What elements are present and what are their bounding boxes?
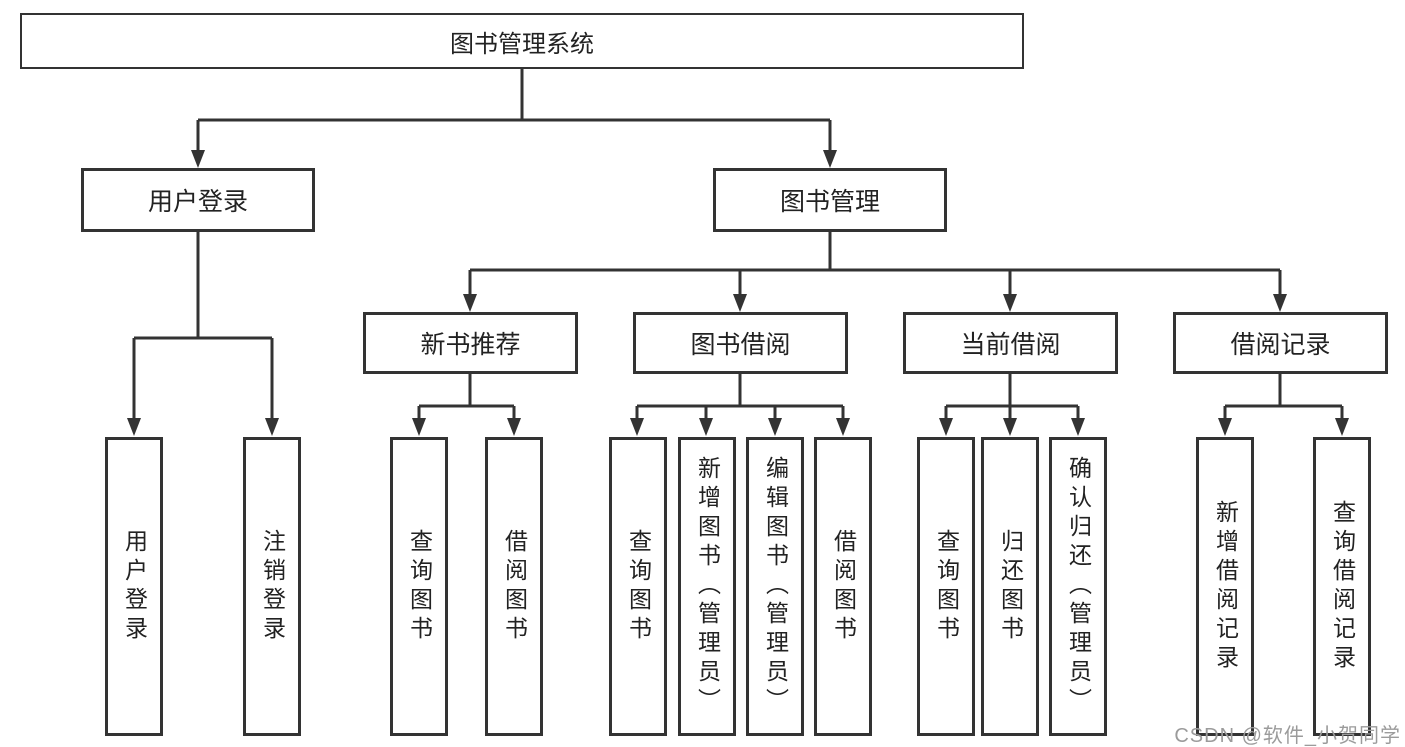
leaf-label: 查询图书 bbox=[625, 528, 652, 645]
leaf-user-login: 用户登录 bbox=[105, 437, 163, 736]
node-label: 图书管理系统 bbox=[450, 30, 594, 58]
node-label: 借阅记录 bbox=[1230, 331, 1331, 359]
leaf-borrow-books: 借阅图书 bbox=[814, 437, 872, 736]
leaf-label: 查询图书 bbox=[406, 528, 433, 645]
leaf-borrow-books-recommend: 借阅图书 bbox=[485, 437, 543, 736]
node-book-management: 图书管理 bbox=[713, 168, 947, 232]
leaf-add-books-admin: 新增图书（管理员） bbox=[678, 437, 736, 736]
leaf-label: 借阅图书 bbox=[830, 528, 857, 645]
leaf-label: 查询借阅记录 bbox=[1329, 499, 1356, 674]
node-label: 用户登录 bbox=[147, 188, 248, 216]
leaf-label: 确认归还（管理员） bbox=[1065, 456, 1092, 717]
leaf-label: 注销登录 bbox=[259, 528, 286, 645]
leaf-label: 用户登录 bbox=[121, 528, 148, 645]
leaf-query-books-borrow: 查询图书 bbox=[609, 437, 667, 736]
leaf-query-books-recommend: 查询图书 bbox=[390, 437, 448, 736]
node-user-login: 用户登录 bbox=[81, 168, 315, 232]
leaf-label: 查询图书 bbox=[933, 528, 960, 645]
leaf-confirm-return-admin: 确认归还（管理员） bbox=[1049, 437, 1107, 736]
node-borrow-records: 借阅记录 bbox=[1173, 312, 1388, 374]
leaf-query-borrow-record: 查询借阅记录 bbox=[1313, 437, 1371, 736]
node-current-borrow: 当前借阅 bbox=[903, 312, 1118, 374]
leaf-logout: 注销登录 bbox=[243, 437, 301, 736]
leaf-edit-books-admin: 编辑图书（管理员） bbox=[746, 437, 804, 736]
leaf-query-books-current: 查询图书 bbox=[917, 437, 975, 736]
node-label: 新书推荐 bbox=[420, 331, 521, 359]
leaf-label: 编辑图书（管理员） bbox=[762, 456, 789, 717]
node-library-management-system: 图书管理系统 bbox=[20, 13, 1024, 69]
node-book-borrow: 图书借阅 bbox=[633, 312, 848, 374]
node-label: 图书借阅 bbox=[690, 331, 791, 359]
watermark: CSDN @软件_小贺同学 bbox=[1174, 725, 1401, 747]
leaf-return-books: 归还图书 bbox=[981, 437, 1039, 736]
leaf-label: 归还图书 bbox=[997, 528, 1024, 645]
node-label: 当前借阅 bbox=[960, 331, 1061, 359]
leaf-add-borrow-record: 新增借阅记录 bbox=[1196, 437, 1254, 736]
node-label: 图书管理 bbox=[779, 188, 880, 216]
node-new-book-recommend: 新书推荐 bbox=[363, 312, 578, 374]
leaf-label: 新增借阅记录 bbox=[1212, 499, 1239, 674]
leaf-label: 新增图书（管理员） bbox=[694, 456, 721, 717]
leaf-label: 借阅图书 bbox=[501, 528, 528, 645]
